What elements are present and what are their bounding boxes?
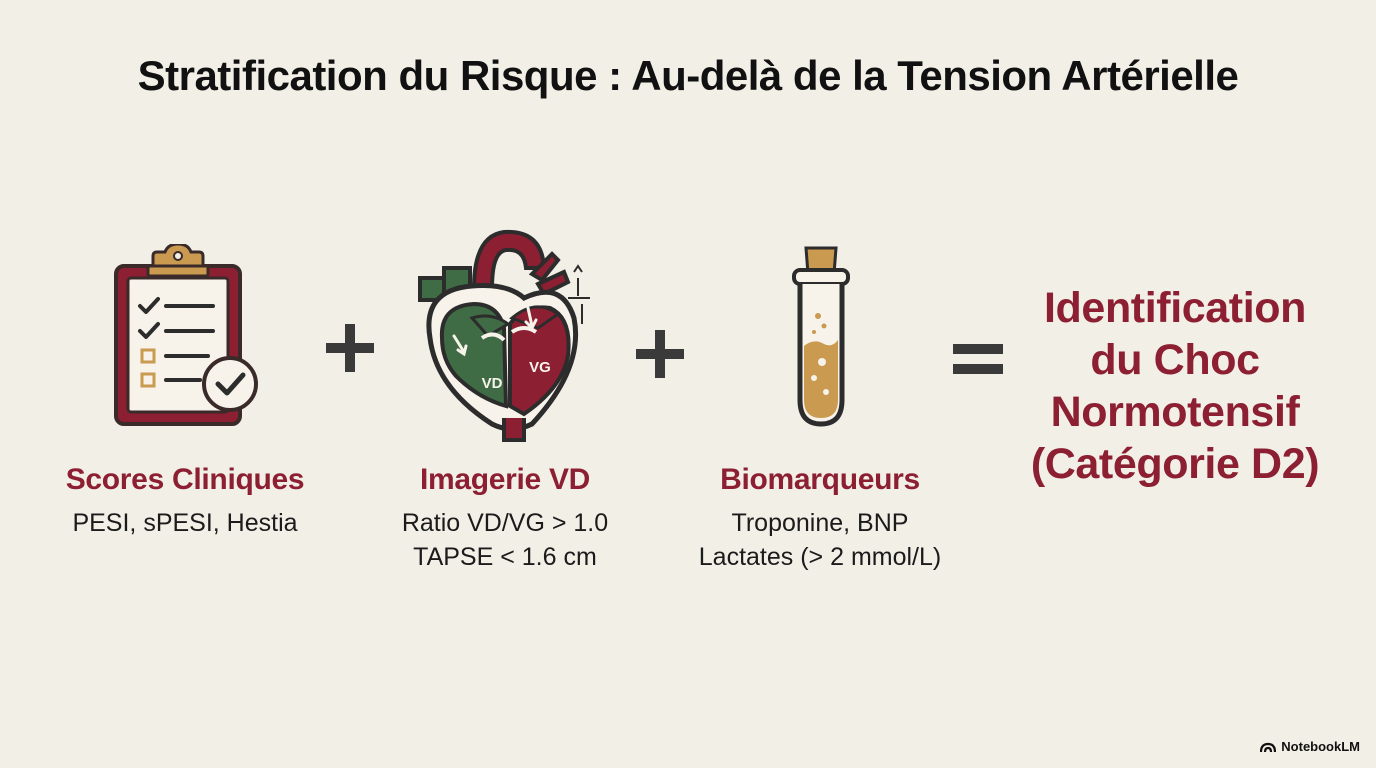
heart-label-vg: VG bbox=[529, 359, 551, 376]
result-line: (Catégorie D2) bbox=[1030, 440, 1320, 488]
clipboard-checklist-icon bbox=[108, 242, 268, 439]
plus-operator bbox=[630, 324, 690, 389]
column-line: Ratio VD/VG > 1.0 bbox=[401, 509, 609, 537]
column-line: PESI, sPESI, Hestia bbox=[72, 509, 298, 537]
result-line: du Choc bbox=[1090, 336, 1260, 384]
result-line: Normotensif bbox=[1050, 388, 1300, 436]
column-line: Lactates (> 2 mmol/L) bbox=[698, 543, 942, 571]
column-heading: Imagerie VD bbox=[419, 463, 591, 496]
equals-operator bbox=[948, 336, 1008, 385]
test-tube-icon bbox=[788, 244, 854, 435]
heart-icon: VD VG bbox=[412, 228, 597, 448]
plus-operator bbox=[320, 318, 380, 383]
column-line: TAPSE < 1.6 cm bbox=[413, 543, 597, 571]
column-imagerie-vd: Imagerie VD Ratio VD/VG > 1.0 TAPSE < 1.… bbox=[355, 462, 655, 574]
brand-watermark: NotebookLM bbox=[1260, 739, 1360, 754]
result-line: Identification bbox=[1044, 284, 1306, 332]
brand-name: NotebookLM bbox=[1281, 739, 1360, 754]
column-heading: Biomarqueurs bbox=[720, 463, 920, 496]
column-scores-cliniques: Scores Cliniques PESI, sPESI, Hestia bbox=[30, 462, 340, 540]
column-line: Troponine, BNP bbox=[731, 509, 909, 537]
column-biomarqueurs: Biomarqueurs Troponine, BNP Lactates (> … bbox=[665, 462, 975, 574]
heart-label-vd: VD bbox=[482, 375, 503, 392]
result-text: Identification du Choc Normotensif (Caté… bbox=[985, 282, 1365, 490]
column-heading: Scores Cliniques bbox=[65, 463, 305, 496]
page-title: Stratification du Risque : Au-delà de la… bbox=[137, 52, 1239, 99]
notebooklm-logo-icon bbox=[1260, 742, 1277, 752]
